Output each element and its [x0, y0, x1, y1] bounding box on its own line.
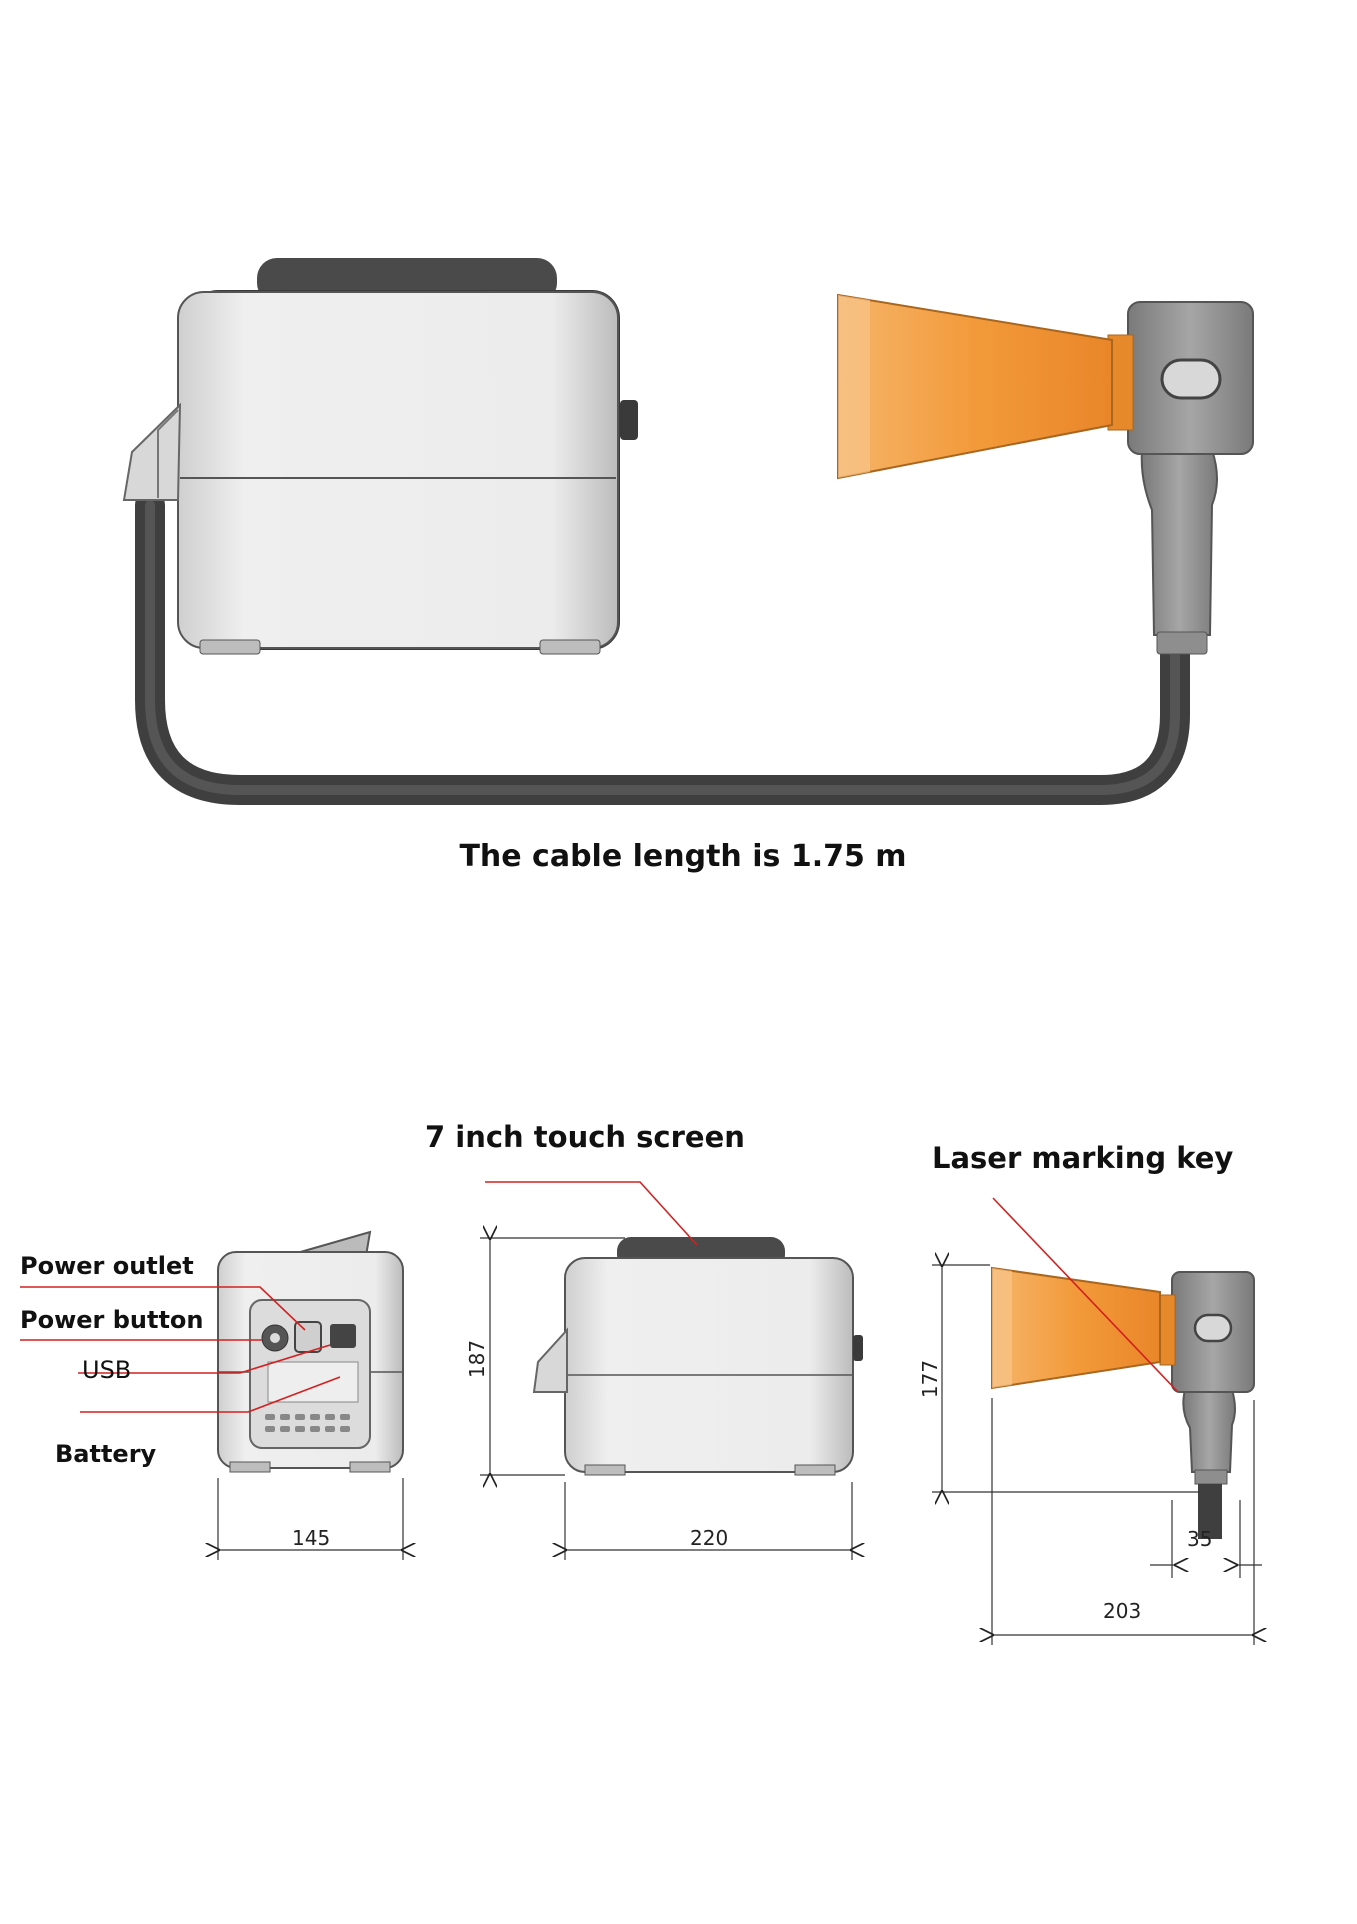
touch-screen-label: 7 inch touch screen — [425, 1120, 745, 1154]
dim-gun-height: 177 — [918, 1359, 943, 1399]
main-unit — [122, 258, 638, 655]
side-view — [20, 1230, 403, 1560]
dim-side-width: 145 — [292, 1526, 331, 1550]
battery-label: Battery — [55, 1440, 157, 1468]
laser-gun-top — [837, 293, 1254, 655]
front-view — [480, 1181, 863, 1560]
power-button-label: Power button — [20, 1306, 204, 1334]
laser-key-label: Laser marking key — [932, 1141, 1234, 1175]
cable-length-caption: The cable length is 1.75 m — [459, 839, 906, 874]
usb-label: USB — [82, 1356, 132, 1384]
top-assembly: The cable length is 1.75 m — [122, 258, 1254, 874]
power-outlet-label: Power outlet — [20, 1252, 194, 1280]
dim-front-height: 187 — [465, 1339, 490, 1379]
side-leaders — [20, 1286, 341, 1413]
dim-front-width: 220 — [690, 1526, 729, 1550]
dim-gun-length: 203 — [1103, 1599, 1142, 1623]
gun-view — [932, 1197, 1262, 1645]
dim-gun-handle: 35 — [1187, 1527, 1213, 1551]
